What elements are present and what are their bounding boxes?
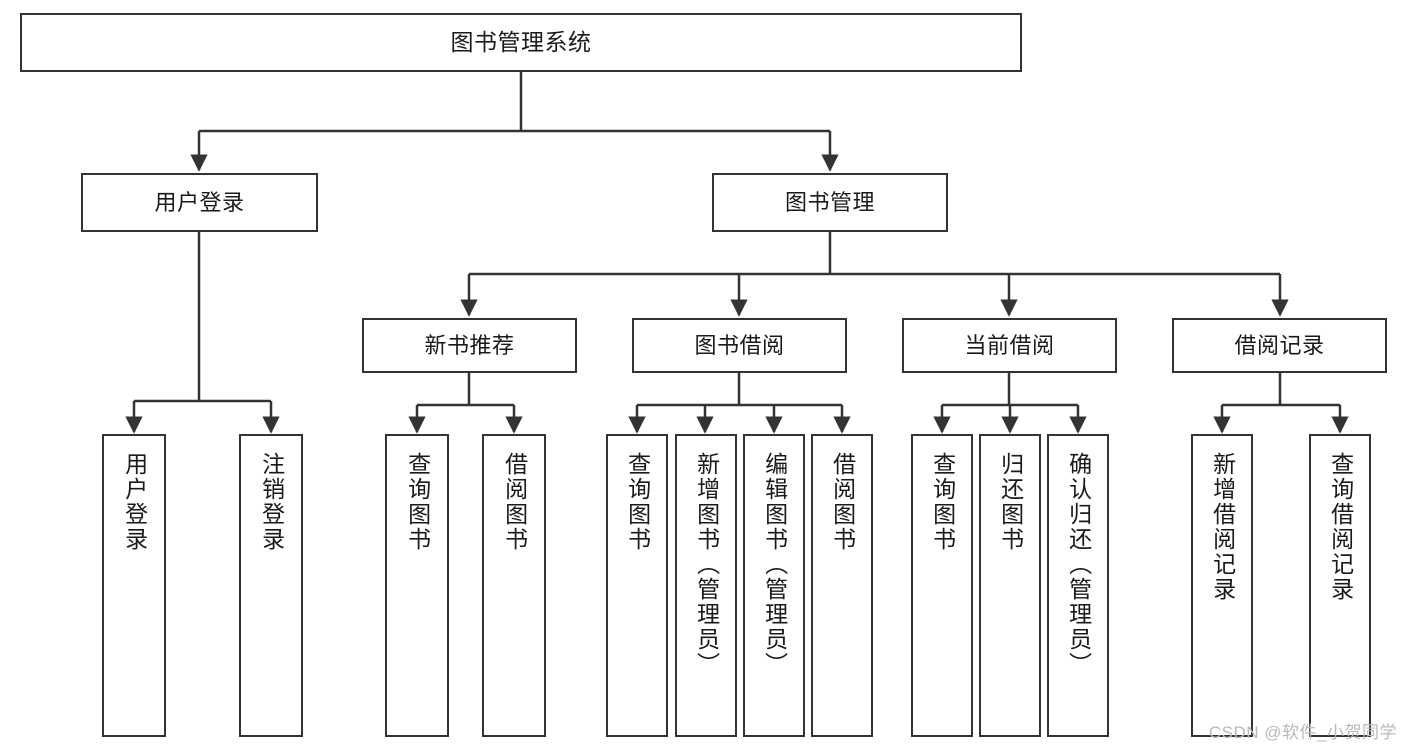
leaf-record-add-record[interactable]: 新增借阅记录 (1191, 434, 1253, 737)
node-label: 图书借阅 (694, 332, 785, 358)
csdn-watermark: CSDN @软件_小贺同学 (1208, 723, 1397, 742)
node-label: 用户登录 (121, 452, 148, 552)
node-root-book-management-system[interactable]: 图书管理系统 (20, 13, 1022, 72)
leaf-user-login-login[interactable]: 用户登录 (102, 434, 166, 737)
node-label: 图书管理 (784, 189, 875, 215)
node-label: 借阅图书 (829, 452, 856, 552)
leaf-recommend-borrow-book[interactable]: 借阅图书 (482, 434, 546, 737)
node-label: 归还图书 (997, 452, 1024, 552)
node-label: 查询图书 (404, 452, 431, 552)
leaf-borrow-edit-book-admin[interactable]: 编辑图书（管理员） (743, 434, 805, 737)
node-label: 注销登录 (258, 452, 285, 552)
node-label: 图书管理系统 (450, 29, 592, 56)
node-label: 新增图书（管理员） (693, 452, 720, 677)
node-label: 当前借阅 (964, 332, 1055, 358)
leaf-current-confirm-return-admin[interactable]: 确认归还（管理员） (1047, 434, 1109, 737)
node-label: 用户登录 (154, 189, 245, 215)
leaf-borrow-add-book-admin[interactable]: 新增图书（管理员） (675, 434, 737, 737)
leaf-record-query-record[interactable]: 查询借阅记录 (1309, 434, 1371, 737)
leaf-recommend-query-book[interactable]: 查询图书 (385, 434, 449, 737)
leaf-current-return-book[interactable]: 归还图书 (979, 434, 1041, 737)
node-label: 新增借阅记录 (1209, 452, 1236, 602)
leaf-user-login-logout[interactable]: 注销登录 (239, 434, 303, 737)
node-new-book-recommend[interactable]: 新书推荐 (362, 318, 577, 373)
node-borrow-record[interactable]: 借阅记录 (1172, 318, 1387, 373)
leaf-current-query-book[interactable]: 查询图书 (911, 434, 973, 737)
node-label: 借阅记录 (1234, 332, 1325, 358)
node-label: 编辑图书（管理员） (761, 452, 788, 677)
node-label: 查询图书 (624, 452, 651, 552)
node-label: 确认归还（管理员） (1065, 452, 1092, 677)
node-user-login[interactable]: 用户登录 (81, 173, 318, 232)
node-book-management[interactable]: 图书管理 (712, 173, 948, 232)
node-label: 借阅图书 (501, 452, 528, 552)
node-label: 查询借阅记录 (1327, 452, 1354, 602)
node-label: 查询图书 (929, 452, 956, 552)
leaf-borrow-query-book[interactable]: 查询图书 (606, 434, 668, 737)
node-label: 新书推荐 (424, 332, 515, 358)
leaf-borrow-borrow-book[interactable]: 借阅图书 (811, 434, 873, 737)
node-book-borrow[interactable]: 图书借阅 (632, 318, 847, 373)
node-current-borrow[interactable]: 当前借阅 (902, 318, 1117, 373)
